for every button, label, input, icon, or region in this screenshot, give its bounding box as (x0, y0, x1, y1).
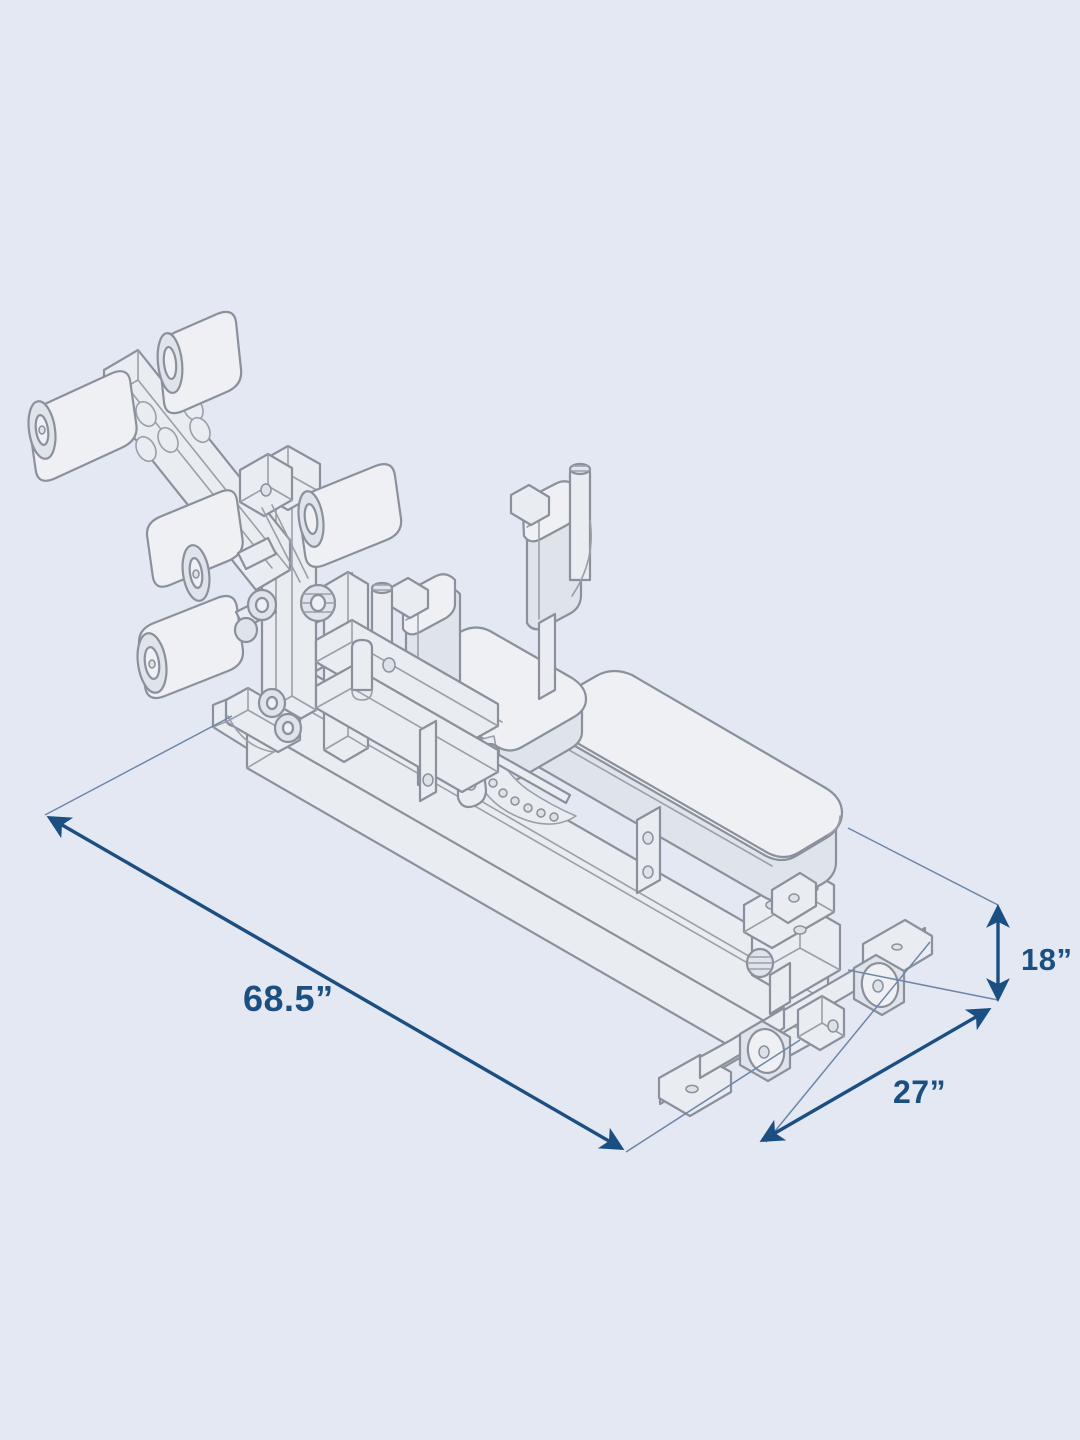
foot-linkage (224, 686, 303, 754)
length-dimension-label: 68.5” (243, 978, 334, 1019)
height-dimension-label: 18” (1021, 942, 1073, 977)
depth-dimension-label: 27” (893, 1074, 947, 1110)
bench-pad (516, 669, 844, 925)
length-dimension-line (46, 816, 625, 1150)
depth-dimension-line (759, 1008, 992, 1142)
detail-rods (350, 638, 438, 803)
leg-roller (27, 310, 403, 700)
